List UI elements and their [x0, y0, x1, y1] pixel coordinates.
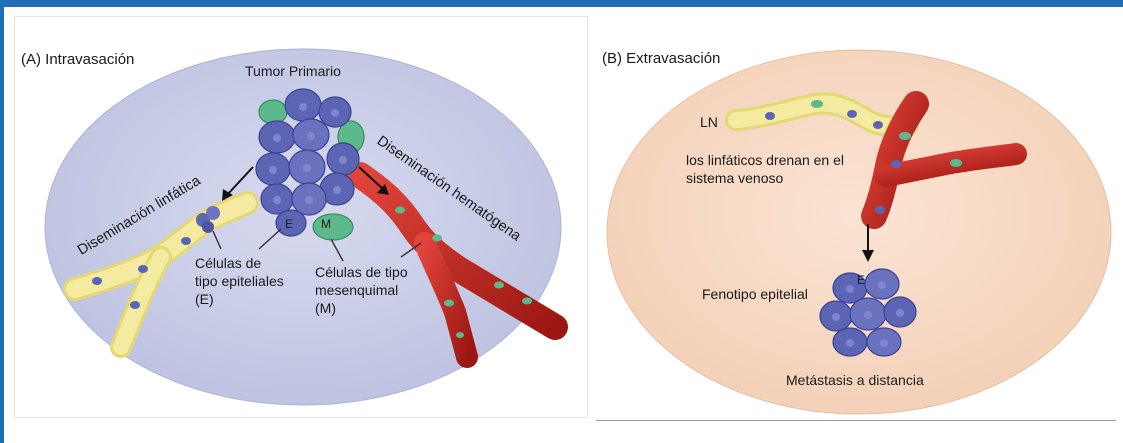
primary-tumor [255, 88, 365, 241]
panel-extravasation: (B) Extravasación LN los linfáticos dren… [596, 36, 1116, 421]
epithelial-cells-line1: Células de [195, 255, 262, 271]
epithelial-cells-line3: (E) [195, 291, 214, 307]
lymphatic-vessel [63, 191, 259, 358]
ln-label: LN [700, 114, 718, 130]
e-marker: E [285, 217, 294, 231]
left-frame-rule [0, 0, 4, 443]
drain-line1: los linfáticos drenan en el [686, 152, 844, 168]
lymph-cell-pointer [212, 230, 222, 250]
epithelial-pointer [258, 228, 282, 250]
mesenchymal-pointer [330, 238, 344, 262]
mesenchymal-cells-line1: Células de tipo [315, 264, 408, 280]
metastatic-tumor [819, 268, 917, 357]
intravasation-illustration [44, 48, 568, 406]
metastasis-label: Metástasis a distancia [786, 372, 924, 388]
panel-b-title: (B) Extravasación [602, 50, 721, 67]
mesenchymal-cells-line2: mesenquimal [315, 282, 399, 298]
top-frame-rule [0, 0, 1123, 7]
vessel-pointer [400, 242, 422, 258]
mesenchymal-cells-line3: (M) [315, 300, 336, 316]
panel-intravasation: (A) Intravasación Tumor Primario E M Dis… [14, 16, 588, 418]
phenotype-label: Fenotipo epitelial [702, 286, 808, 302]
blood-arrow [358, 166, 389, 195]
down-arrow [862, 224, 874, 262]
drain-line2: sistema venoso [686, 170, 784, 186]
extravasation-illustration [606, 49, 1112, 415]
epithelial-cells-line2: tipo epiteliales [195, 273, 284, 289]
tumor-label: Tumor Primario [245, 63, 341, 79]
ellipse-background-b [606, 49, 1112, 415]
e-marker-b: E [857, 273, 866, 287]
venous-vessel [861, 91, 1027, 229]
m-marker: M [321, 217, 331, 231]
lymph-arrow [222, 166, 254, 201]
panel-a-title: (A) Intravasación [21, 51, 135, 68]
